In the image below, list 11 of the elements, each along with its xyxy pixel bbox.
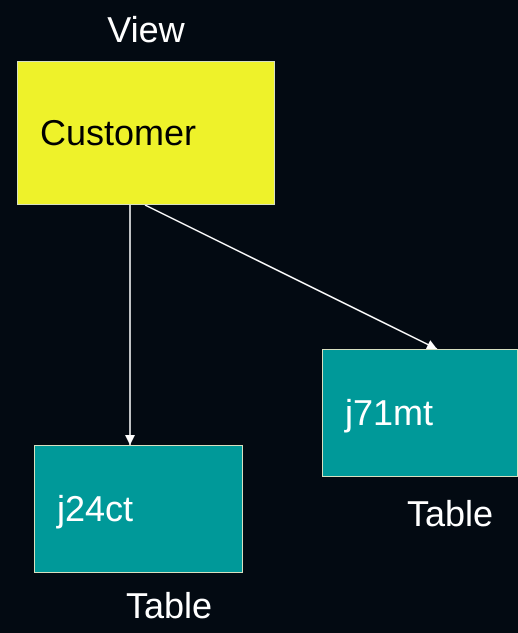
type-label: Table [406,496,494,532]
node-label: j71mt [345,395,434,431]
type-label: Table [126,588,212,624]
table-box [34,445,243,573]
node-label: j24ct [57,491,134,527]
node-label: Customer [40,115,196,151]
arrow [125,205,135,445]
arrow [144,204,438,350]
view-box [17,61,275,205]
table-box [322,349,518,477]
type-label: View [107,12,185,48]
